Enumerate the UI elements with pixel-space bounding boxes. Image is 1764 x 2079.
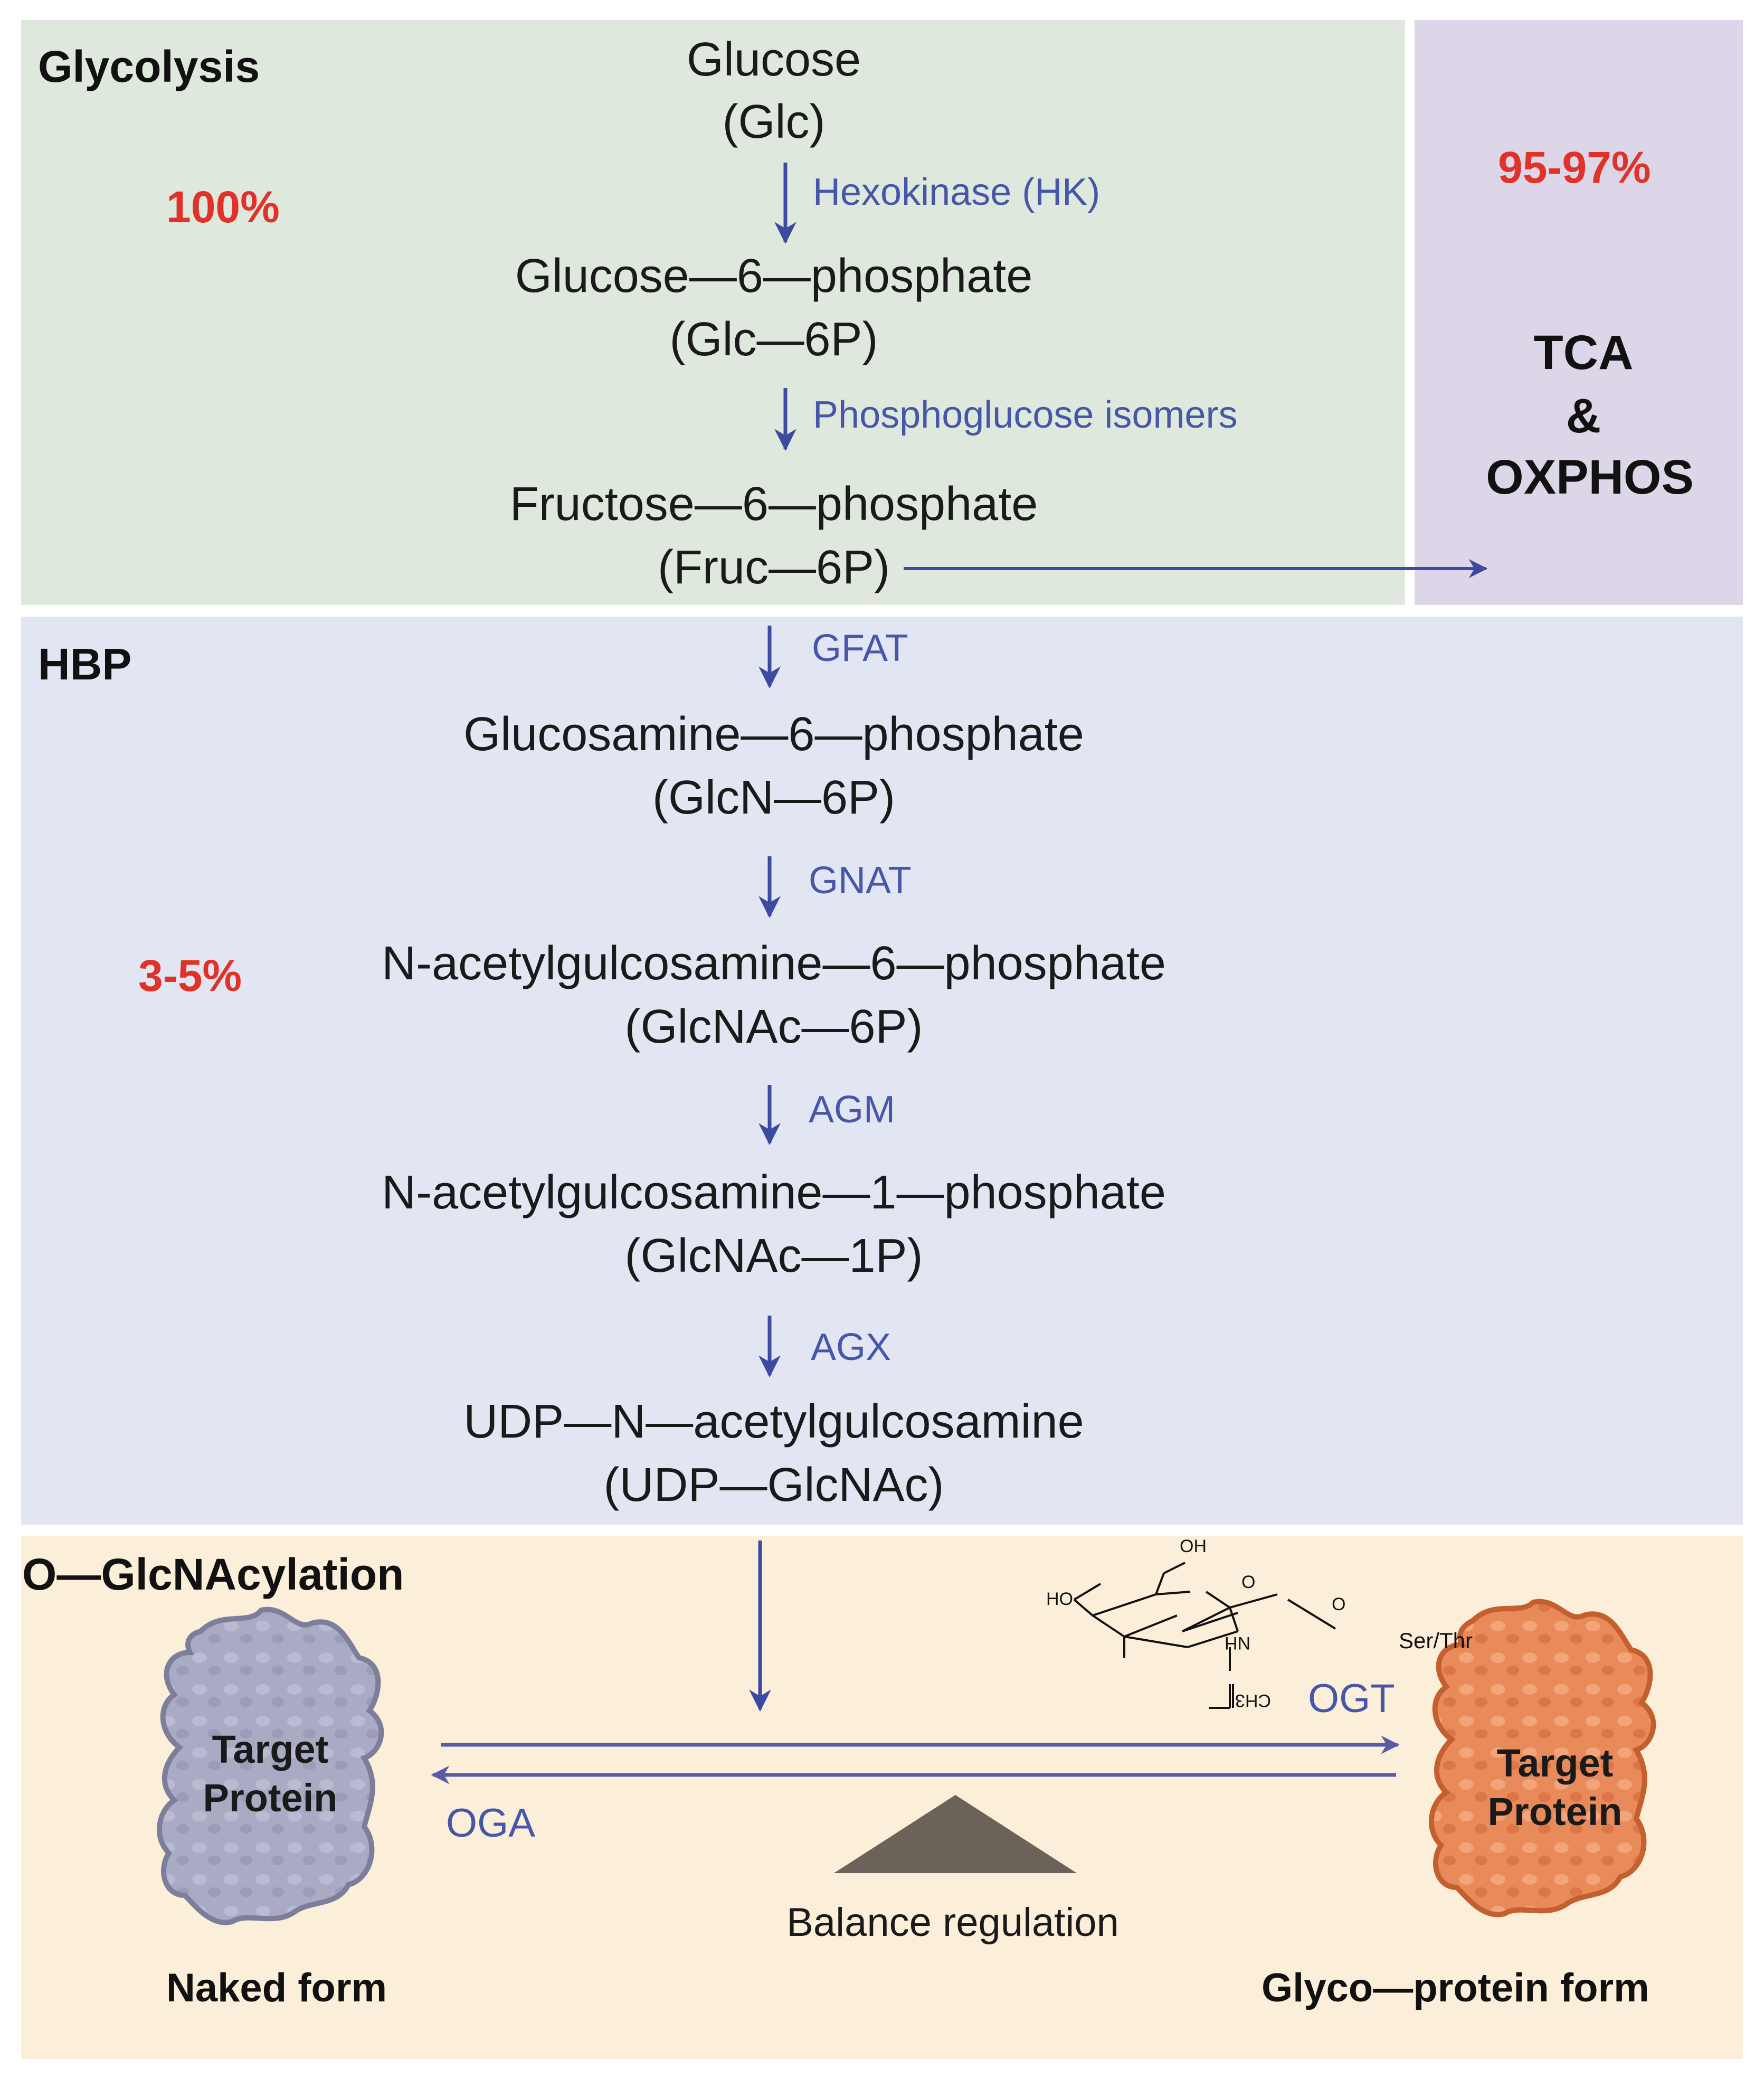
enzyme-phosphoglucose-isomerase: Phosphoglucose isomers [813,394,1238,436]
glyco-protein-form-caption: Glyco—protein form [1262,1965,1649,2010]
chem-ring-o-label: O [1241,1572,1256,1592]
metabolite-udp-glcnac: UDP—N—acetylgulcosamine [463,1395,1084,1448]
metabolite-glucose-abbr: (Glc) [722,96,826,148]
glcnac-structure [1073,1562,1336,1709]
naked-protein-icon [156,1606,384,1925]
enzyme-gnat: GNAT [809,859,912,902]
tca-label: TCA [1533,326,1634,380]
chem-ser-thr-label: Ser/Thr [1399,1628,1473,1653]
chem-link-o-label: O [1332,1594,1346,1614]
ampersand-label: & [1566,389,1601,443]
chem-ch3-label: CH3 [1235,1690,1272,1711]
chem-oh-label: OH [1180,1536,1207,1556]
metabolite-fruc6p: Fructose—6—phosphate [509,478,1038,531]
hbp-panel [21,617,1743,1525]
enzyme-agm: AGM [809,1089,896,1131]
ogt-label: OGT [1308,1676,1395,1721]
metabolite-glcnac6p: N-acetylgulcosamine—6—phosphate [382,937,1166,990]
oga-label: OGA [446,1801,535,1846]
metabolite-glcnac1p: N-acetylgulcosamine—1—phosphate [382,1166,1166,1219]
glycolysis-title: Glycolysis [38,42,260,91]
naked-protein-label-2: Protein [203,1776,338,1820]
metabolite-glcnac6p-abbr: (GlcNAc—6P) [624,1000,923,1053]
tca-percent: 95-97% [1498,143,1651,192]
oxphos-label: OXPHOS [1486,450,1694,504]
metabolite-glcn6p-abbr: (GlcN—6P) [652,771,896,824]
balance-regulation-label: Balance regulation [786,1900,1119,1945]
glyco-protein-icon [1428,1599,1656,1917]
glycolysis-percent: 100% [166,182,280,232]
metabolite-glc6p: Glucose—6—phosphate [515,250,1033,303]
hbp-title: HBP [38,639,132,689]
metabolite-glcnac1p-abbr: (GlcNAc—1P) [624,1230,923,1282]
chem-ho-label: HO [1046,1589,1073,1609]
enzyme-gfat: GFAT [812,627,908,669]
enzyme-hexokinase: Hexokinase (HK) [813,171,1101,213]
metabolite-glc6p-abbr: (Glc—6P) [669,313,878,366]
hbp-percent: 3-5% [138,951,242,1000]
glyco-protein-label-1: Target [1496,1741,1614,1785]
metabolite-udp-glcnac-abbr: (UDP—GlcNAc) [603,1459,944,1511]
naked-form-caption: Naked form [166,1965,387,2010]
enzyme-agx: AGX [811,1326,892,1368]
naked-protein-label-1: Target [212,1727,329,1771]
metabolite-fruc6p-abbr: (Fruc—6P) [657,541,890,594]
o-glcnacylation-title: O—GlcNAcylation [22,1549,404,1599]
tca-panel [1415,20,1743,605]
balance-triangle [834,1795,1077,1873]
glycolysis-panel [21,20,1405,605]
chem-nh-label: NH [1225,1633,1251,1653]
metabolite-glcn6p: Glucosamine—6—phosphate [463,708,1084,761]
metabolite-glucose: Glucose [686,33,861,86]
glyco-protein-label-2: Protein [1487,1790,1623,1834]
